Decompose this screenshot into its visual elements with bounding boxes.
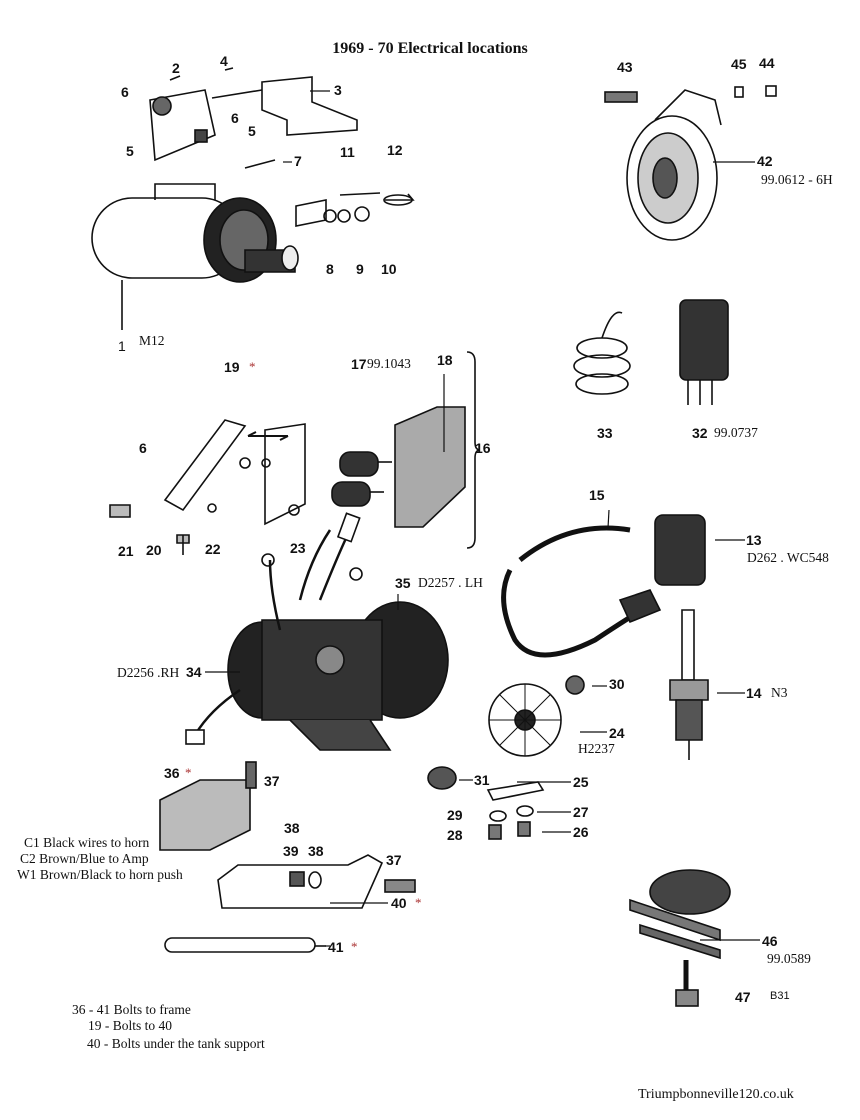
coil-brackets xyxy=(149,67,358,169)
callout-44: 44 xyxy=(759,55,775,71)
callout-23: 23 xyxy=(290,540,306,556)
callout-38b: 38 xyxy=(308,843,324,859)
marker-41: * xyxy=(351,939,358,954)
code-35: D2257 . LH xyxy=(418,575,483,590)
fitting-note-1: 36 - 41 Bolts to frame xyxy=(72,1002,191,1017)
code-13: D262 . WC548 xyxy=(747,550,829,565)
callout-8: 8 xyxy=(326,261,334,277)
rubber-block xyxy=(394,351,481,549)
marker-36: * xyxy=(185,765,192,780)
wire-note-w1: W1 Brown/Black to horn push xyxy=(17,867,183,882)
callout-2: 2 xyxy=(172,60,180,76)
callout-37b: 37 xyxy=(386,852,402,868)
callout-46: 46 xyxy=(762,933,778,949)
callout-11: 11 xyxy=(340,144,355,160)
callout-35: 35 xyxy=(395,575,411,591)
callout-26: 26 xyxy=(573,824,589,840)
callout-40: 40 xyxy=(391,895,407,911)
wire-note-c1: C1 Black wires to horn xyxy=(24,835,150,850)
code-14: N3 xyxy=(771,685,788,700)
alarm-horn xyxy=(604,85,777,241)
callout-45: 45 xyxy=(731,56,747,72)
code-34: D2256 .RH xyxy=(117,665,180,680)
callout-6b: 6 xyxy=(231,110,239,126)
callout-24: 24 xyxy=(609,725,625,741)
callout-38a: 38 xyxy=(284,820,300,836)
callout-21: 21 xyxy=(118,543,134,559)
callout-42: 42 xyxy=(757,153,773,169)
ignition-coil xyxy=(91,183,299,330)
callout-19: 19 xyxy=(224,359,240,375)
callout-43: 43 xyxy=(617,59,633,75)
callout-39: 39 xyxy=(283,843,299,859)
marker-40: * xyxy=(415,895,422,910)
rotor xyxy=(488,675,585,757)
small-hardware xyxy=(427,766,545,840)
fitting-note-3: 40 - Bolts under the tank support xyxy=(87,1036,265,1051)
code-b31: B31 xyxy=(770,990,790,1002)
callout-28: 28 xyxy=(447,827,463,843)
callout-36: 36 xyxy=(164,765,180,781)
callout-20: 20 xyxy=(146,542,162,558)
callout-18: 18 xyxy=(437,352,453,368)
page-title: 1969 - 70 Electrical locations xyxy=(332,40,528,57)
callout-34: 34 xyxy=(186,664,202,680)
leader-lines xyxy=(205,90,760,947)
zener-heatsink xyxy=(629,869,731,1007)
fitting-note-2: 19 - Bolts to 40 xyxy=(88,1018,173,1033)
code-32: 99.0737 xyxy=(714,425,758,440)
callout-16: 16 xyxy=(475,440,491,456)
callout-14: 14 xyxy=(746,685,762,701)
callout-1: 1 xyxy=(118,338,126,354)
callout-32: 32 xyxy=(692,425,708,441)
callout-29: 29 xyxy=(447,807,463,823)
code-42: 99.0612 - 6H xyxy=(761,172,833,187)
callout-6c: 6 xyxy=(139,440,147,456)
callout-33: 33 xyxy=(597,425,613,441)
spark-plug xyxy=(669,609,709,760)
marker-19: * xyxy=(249,359,256,374)
callout-12: 12 xyxy=(387,142,403,158)
code-24: H2237 xyxy=(578,741,615,756)
callout-41: 41 xyxy=(328,939,344,955)
callout-5a: 5 xyxy=(126,143,134,159)
callout-22: 22 xyxy=(205,541,221,557)
wire-note-c2: C2 Brown/Blue to Amp xyxy=(20,851,149,866)
callout-25: 25 xyxy=(573,774,589,790)
callout-7: 7 xyxy=(294,153,302,169)
condenser-bracket xyxy=(109,419,306,555)
callout-15: 15 xyxy=(589,487,605,503)
callout-13: 13 xyxy=(746,532,762,548)
relay-bracket xyxy=(159,761,416,953)
callout-3: 3 xyxy=(334,82,342,98)
callout-17: 17 xyxy=(351,356,367,372)
callout-10: 10 xyxy=(381,261,397,277)
callout-27: 27 xyxy=(573,804,589,820)
callout-30: 30 xyxy=(609,676,625,692)
code-17: 99.1043 xyxy=(367,356,411,371)
callout-37a: 37 xyxy=(264,773,280,789)
code-1: M12 xyxy=(139,333,165,348)
horns xyxy=(185,512,449,751)
callout-9: 9 xyxy=(356,261,364,277)
ht-lead xyxy=(501,514,706,658)
spring-capacitor xyxy=(573,299,729,405)
callout-4: 4 xyxy=(220,53,228,69)
coil-connectors xyxy=(295,192,415,227)
code-46: 99.0589 xyxy=(767,951,811,966)
callout-31: 31 xyxy=(474,772,490,788)
callout-47: 47 xyxy=(735,989,751,1005)
condensers xyxy=(331,451,392,507)
callout-5b: 5 xyxy=(248,123,256,139)
site-credit: Triumpbonneville120.co.uk xyxy=(638,1087,794,1102)
callout-6a: 6 xyxy=(121,84,129,100)
